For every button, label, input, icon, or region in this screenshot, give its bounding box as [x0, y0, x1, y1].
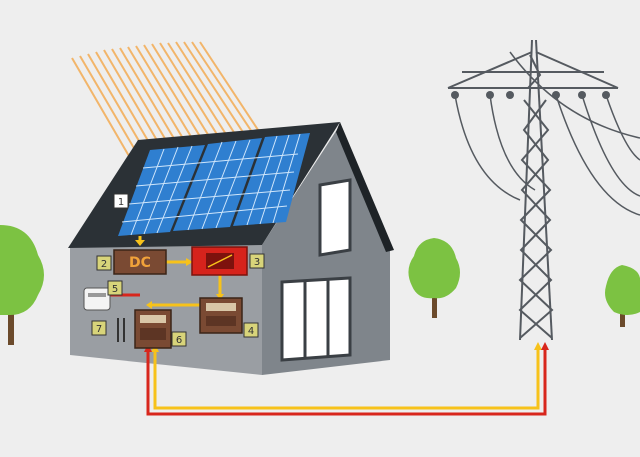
side-window-top [318, 178, 352, 257]
tree-icon-left [0, 225, 44, 345]
inverter-icon [191, 246, 248, 276]
callout-2-label: 2 [101, 259, 107, 270]
dc-box: DC [113, 249, 167, 275]
callout-3-label: 3 [254, 257, 260, 268]
callout-7: 7 [91, 320, 107, 336]
consumption-meter-icon [83, 287, 111, 311]
callout-6: 6 [171, 331, 187, 347]
callout-1: 1 [113, 193, 129, 209]
tree-icon-middle [408, 238, 460, 318]
sun-rays-icon [71, 41, 267, 176]
callout-3: 3 [249, 253, 265, 269]
meter-icon-feed [134, 309, 172, 349]
callout-2: 2 [96, 255, 112, 271]
tree-icon-right [605, 265, 640, 327]
battery-terminals-icon [117, 318, 125, 342]
callout-4: 4 [243, 322, 259, 338]
callout-5-label: 5 [112, 284, 118, 295]
callout-1-label: 1 [118, 197, 124, 208]
power-lines [454, 51, 640, 216]
callout-5: 5 [107, 280, 123, 296]
callout-4-label: 4 [248, 326, 254, 337]
tower-insulators [451, 91, 610, 99]
solar-panel-icon [118, 133, 310, 236]
callout-6-label: 6 [176, 335, 182, 346]
dc-box-label: DC [129, 255, 151, 271]
dc-wiring [138, 236, 540, 410]
side-window-large [280, 276, 352, 362]
power-tower-icon [447, 39, 619, 341]
callout-7-label: 7 [96, 324, 102, 335]
meter-icon-main [199, 297, 243, 334]
roof-edge [336, 122, 394, 252]
